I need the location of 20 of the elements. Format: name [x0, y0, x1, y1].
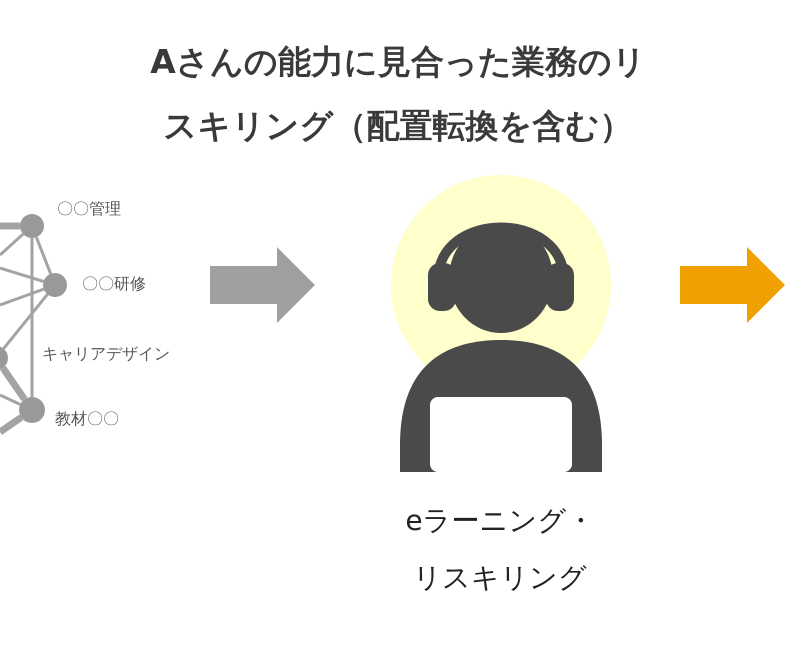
network-link — [34, 236, 52, 274]
network-node-circle — [19, 397, 45, 423]
network-link — [0, 366, 28, 402]
person-with-headphones-icon — [390, 175, 612, 472]
network-link — [0, 222, 20, 230]
node-label: 〇〇管理 — [57, 199, 121, 220]
network-link — [2, 293, 49, 350]
network-node-circle — [43, 273, 67, 297]
network-node-circle — [20, 214, 44, 238]
network-link — [0, 232, 24, 256]
node-label: 教材〇〇 — [55, 409, 119, 430]
node-label: キャリアデザイン — [42, 344, 170, 365]
network-link — [0, 288, 44, 306]
node-label: 〇〇研修 — [82, 274, 146, 295]
node-label: eラーニング・リスキリング — [404, 503, 596, 596]
network-link — [30, 238, 34, 397]
network-link — [0, 266, 44, 283]
network-link — [0, 394, 21, 406]
network-link — [0, 414, 24, 435]
title: Aさんの能力に見合った業務のリスキリング（配置転換を含む） — [149, 41, 647, 147]
